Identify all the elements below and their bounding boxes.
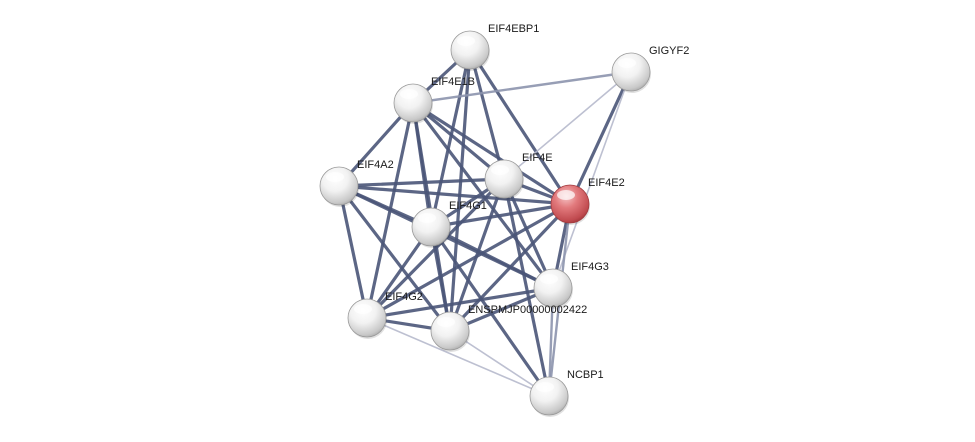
edge-gigyf2-eif4e1b: [411, 70, 633, 105]
edge-eif4e1b-eif4g3: [411, 101, 555, 290]
node-highlight-gloss: [557, 190, 575, 200]
node-enspmjp00000002422[interactable]: ENSPMJP00000002422: [430, 304, 587, 352]
node-highlight-gloss: [418, 213, 436, 223]
node-label: NCBP1: [567, 369, 604, 381]
node-highlight-gloss: [326, 172, 344, 182]
node-label: EIF4G2: [385, 291, 423, 303]
edge-gigyf2-eif4e2: [568, 70, 633, 206]
node-highlight-gloss: [491, 165, 509, 175]
node-label: EIF4G3: [571, 261, 609, 273]
edge-eif4g1-eif4g3: [429, 225, 555, 290]
node-highlight-gloss: [400, 89, 418, 99]
edge-eif4e1b-eif4e: [411, 101, 506, 181]
node-eif4g1[interactable]: EIF4G1: [411, 200, 487, 248]
edge-gigyf2-eif4e: [503, 71, 632, 180]
node-highlight-gloss: [437, 317, 455, 327]
edge-layer: [337, 48, 633, 398]
edge-eif4ebp1-enspmjp00000002422: [448, 48, 472, 333]
node-eif4ebp1[interactable]: EIF4EBP1: [450, 23, 539, 71]
node-label: EIF4A2: [357, 159, 394, 171]
node-highlight-gloss: [457, 36, 475, 46]
node-label: EIF4E1B: [431, 76, 475, 88]
node-highlight-gloss: [618, 58, 636, 68]
edge-eif4e2-eif4g2: [365, 202, 572, 320]
node-label: EIF4E: [522, 152, 553, 164]
edge-eif4ebp1-eif4e2: [468, 48, 572, 206]
edge-eif4a2-eif4e: [337, 177, 506, 188]
edge-eif4a2-eif4g2: [337, 184, 369, 320]
edge-eif4a2-eif4e2: [337, 184, 572, 206]
node-label: GIGYF2: [649, 45, 689, 57]
node-label: EIF4E2: [588, 177, 625, 189]
edge-eif4e-eif4g3: [502, 177, 555, 290]
node-label: EIF4EBP1: [488, 23, 539, 35]
node-eif4a2[interactable]: EIF4A2: [319, 159, 394, 207]
node-eif4g2[interactable]: EIF4G2: [347, 291, 423, 339]
edge-gigyf2-eif4g3: [552, 71, 632, 289]
edge-eif4g1-ncbp1: [429, 225, 551, 398]
edge-eif4e1b-eif4e2: [411, 101, 572, 206]
edge-eif4ebp1-eif4g1: [429, 48, 472, 229]
node-highlight-gloss: [536, 382, 554, 392]
node-eif4e2[interactable]: EIF4E2: [550, 177, 625, 225]
node-eif4e1b[interactable]: EIF4E1B: [393, 76, 475, 124]
node-label: ENSPMJP00000002422: [468, 304, 587, 316]
edge-eif4g3-eif4g2: [365, 286, 555, 320]
edge-enspmjp00000002422-ncbp1: [449, 330, 550, 397]
node-gigyf2[interactable]: GIGYF2: [611, 45, 689, 93]
node-label: EIF4G1: [449, 200, 487, 212]
edge-eif4g2-ncbp1: [366, 317, 550, 397]
node-eif4g3[interactable]: EIF4G3: [533, 261, 609, 309]
node-highlight-gloss: [540, 274, 558, 284]
node-highlight-gloss: [354, 304, 372, 314]
node-ncbp1[interactable]: NCBP1: [529, 369, 604, 417]
node-eif4e[interactable]: EIF4E: [484, 152, 553, 200]
edge-eif4e2-eif4g1: [429, 202, 572, 229]
